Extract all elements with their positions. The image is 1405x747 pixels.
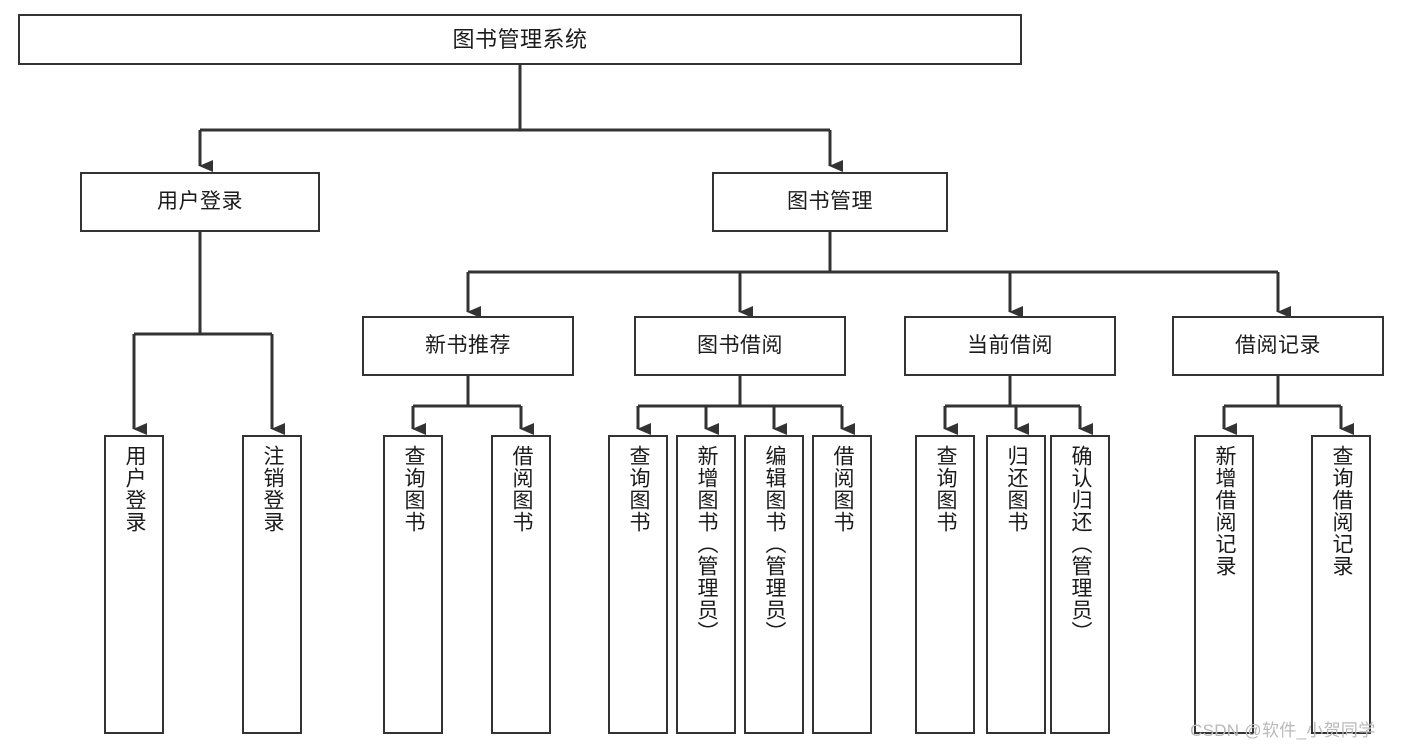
leaf-query-book-current[interactable]: 查询图书 [915,435,975,734]
node-label: 借阅记录 [1235,333,1321,357]
node-label: 查询借阅记录 [1330,445,1354,577]
leaf-edit-book[interactable]: 编辑图书（管理员） [744,435,804,734]
leaf-query-book-borrow[interactable]: 查询图书 [608,435,668,734]
node-label: 新增图书（管理员） [695,445,719,643]
node-user-login[interactable]: 用户登录 [80,172,320,232]
node-book-manage[interactable]: 图书管理 [712,172,948,232]
node-label: 编辑图书（管理员） [763,445,787,643]
node-label: 归还图书 [1005,445,1029,533]
leaf-query-borrow-record[interactable]: 查询借阅记录 [1311,435,1371,734]
leaf-query-book-recommend[interactable]: 查询图书 [383,435,443,734]
leaf-add-borrow-record[interactable]: 新增借阅记录 [1194,435,1254,734]
node-label: 查询图书 [627,445,651,533]
node-label: 图书管理 [787,189,873,213]
csdn-watermark: CSDN @软件_小贺同学 [1190,721,1376,740]
node-book-borrow[interactable]: 图书借阅 [634,316,846,376]
leaf-borrow-book[interactable]: 借阅图书 [812,435,872,734]
node-current-borrow[interactable]: 当前借阅 [904,316,1116,376]
node-label: 借阅图书 [831,445,855,533]
leaf-borrow-book-recommend[interactable]: 借阅图书 [491,435,551,734]
node-label: 新书推荐 [425,333,511,357]
node-borrow-record[interactable]: 借阅记录 [1172,316,1384,376]
node-label: 用户登录 [157,189,243,213]
node-label: 用户登录 [123,445,147,533]
leaf-user-login[interactable]: 用户登录 [104,435,164,734]
node-root-system[interactable]: 图书管理系统 [18,14,1022,65]
leaf-confirm-return[interactable]: 确认归还（管理员） [1050,435,1110,734]
node-label: 确认归还（管理员） [1069,445,1093,643]
leaf-add-book[interactable]: 新增图书（管理员） [676,435,736,734]
node-label: 查询图书 [402,445,426,533]
node-label: 图书借阅 [697,333,783,357]
node-new-book-recommend[interactable]: 新书推荐 [362,316,574,376]
node-label: 当前借阅 [967,333,1053,357]
node-label: 查询图书 [934,445,958,533]
node-label: 注销登录 [261,445,285,533]
node-label: 图书管理系统 [452,26,588,52]
leaf-return-book[interactable]: 归还图书 [986,435,1046,734]
node-label: 新增借阅记录 [1213,445,1237,577]
node-label: 借阅图书 [510,445,534,533]
leaf-logout-login[interactable]: 注销登录 [242,435,302,734]
